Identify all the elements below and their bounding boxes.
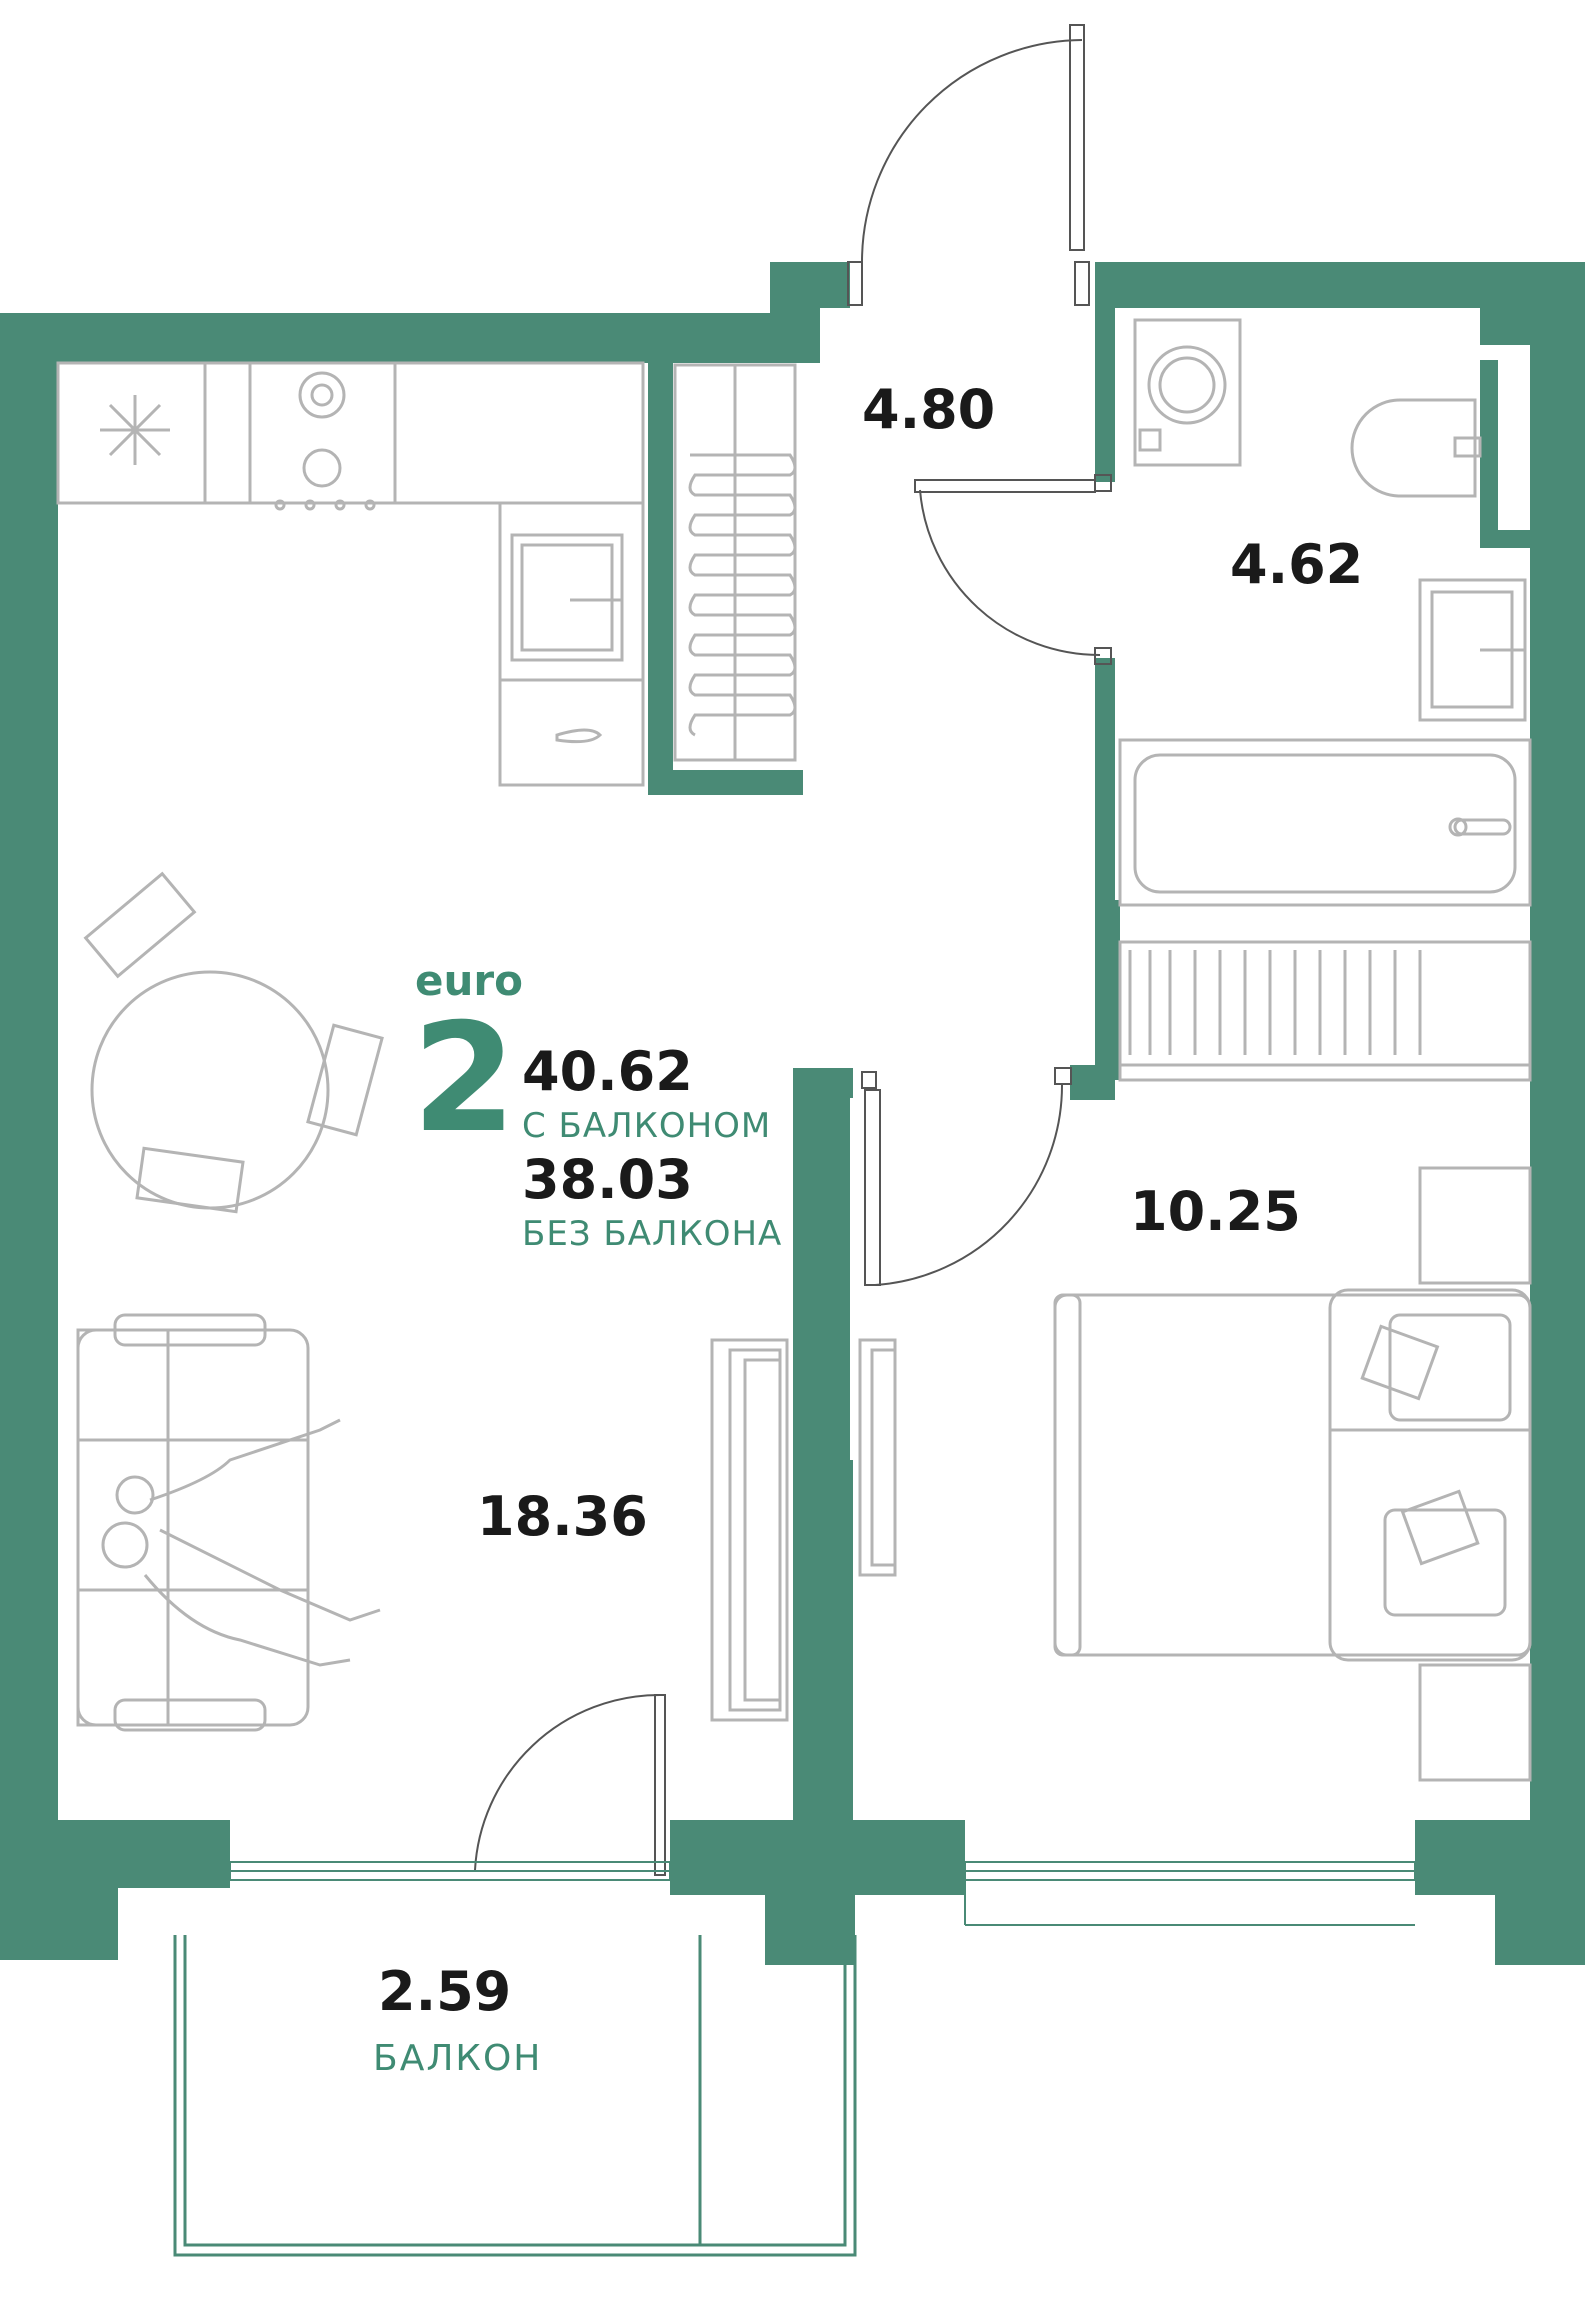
washing-machine-icon: [1133, 318, 1242, 467]
balcony-outline: [173, 1935, 857, 2257]
tv-stand-icon: [710, 1338, 789, 1722]
sofa-icon: [76, 1313, 310, 1732]
stove-icon: [274, 371, 376, 511]
dining-table-icon: [83, 871, 384, 1214]
bed-icon: [1053, 1288, 1532, 1662]
window-icon: [229, 1861, 1416, 1926]
faucet-drop: [555, 728, 603, 744]
door-swing-icon: [861, 1067, 1072, 1286]
wardrobe-icon: [1118, 940, 1532, 1082]
person-icon: [101, 1418, 381, 1667]
walls: [0, 262, 1585, 1965]
room-area-bedroom: 10.25: [1130, 1180, 1301, 1243]
door-swing-icon: [474, 1693, 666, 1876]
nightstand-icon: [1418, 1166, 1532, 1782]
room-area-bathroom: 4.62: [1230, 533, 1363, 596]
bathtub-icon: [1118, 738, 1532, 907]
without-balcony-label: БЕЗ БАЛКОНА: [522, 1214, 782, 1254]
type-prefix: euro: [415, 956, 523, 1005]
sink-icon: [510, 533, 624, 662]
door-swing-icon: [914, 474, 1112, 665]
kitchen-counter: [56, 361, 645, 787]
radiator-icon: [673, 363, 797, 762]
area-without-balcony: 38.03: [522, 1148, 693, 1211]
rooms-count: 2: [412, 992, 516, 1166]
toilet-icon: [1350, 398, 1482, 498]
snowflake-icon: [100, 395, 170, 465]
balcony-label: БАЛКОН: [373, 2038, 542, 2079]
area-with-balcony: 40.62: [522, 1040, 693, 1103]
room-area-living: 18.36: [477, 1485, 648, 1548]
tv-stand-icon: [858, 1338, 897, 1577]
pillow-icon: [1360, 1313, 1512, 1617]
room-area-hall: 4.80: [862, 378, 995, 441]
doors: [474, 24, 1112, 1876]
room-area-balcony: 2.59: [378, 1960, 511, 2023]
door-swing-icon: [847, 24, 1090, 306]
with-balcony-label: С БАЛКОНОМ: [522, 1106, 771, 1146]
sink-icon: [1418, 578, 1527, 722]
